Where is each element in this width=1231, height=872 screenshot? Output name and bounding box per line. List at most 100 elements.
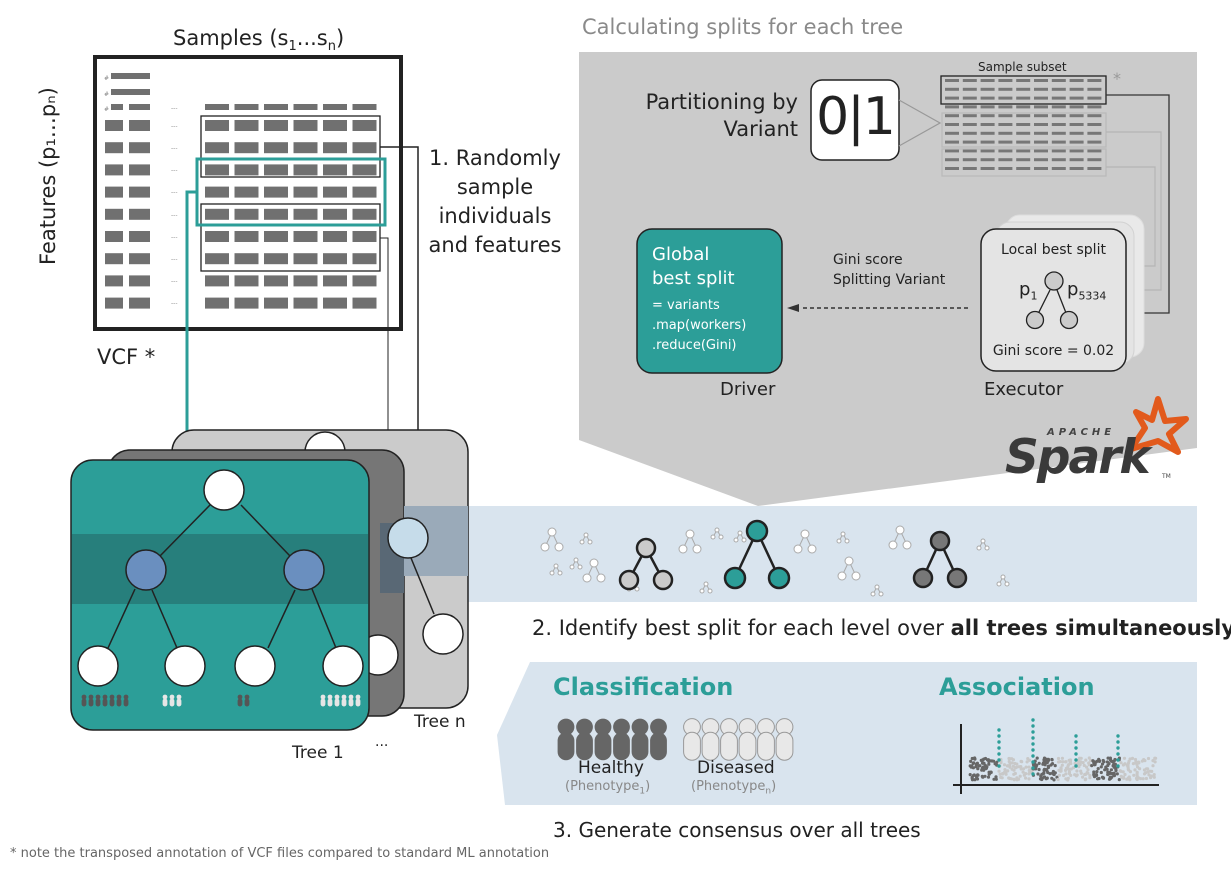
snp-point (1133, 768, 1137, 772)
association-manhattan-plot (953, 718, 1159, 794)
snp-point (1046, 765, 1050, 770)
snp-point (1041, 762, 1045, 766)
snp-point (1106, 756, 1110, 760)
snp-point (1149, 776, 1153, 780)
tree1-split-node-right (283, 549, 325, 591)
snp-point (1139, 777, 1143, 781)
significant-snp-point (1074, 752, 1078, 756)
snp-point (1053, 764, 1057, 768)
vcf-sample-header-cell (323, 104, 347, 110)
spark-logo-wordmark: Spark (1005, 430, 1151, 485)
vcf-cell (264, 120, 288, 131)
subset-cell (1069, 131, 1084, 135)
snp-point (987, 762, 991, 766)
snp-point (1006, 769, 1010, 773)
healthy-person-body (594, 732, 612, 761)
vcf-cell (105, 164, 123, 176)
mini-tree-node (596, 573, 606, 583)
mini-tree-node (710, 534, 716, 540)
subset-cell (1051, 87, 1066, 91)
significant-snp-point (997, 746, 1001, 750)
snp-point (1014, 766, 1018, 770)
snp-point (1115, 772, 1119, 776)
subset-cell (1051, 114, 1066, 118)
snp-point (986, 775, 991, 779)
subset-cell (1069, 114, 1084, 118)
connector-line-tree1 (185, 190, 197, 462)
snp-point (971, 773, 976, 778)
vcf-ellipsis: --- (171, 278, 178, 285)
step2-band (405, 506, 1197, 602)
subset-cell (1087, 140, 1102, 144)
snp-point (1019, 767, 1023, 771)
mini-tree-node (589, 558, 599, 568)
gray-split-tree-node (635, 537, 657, 559)
sample-person-body (327, 698, 333, 707)
header-marker: # (104, 75, 109, 82)
sample-person-body (81, 698, 87, 707)
diseased-label: Diseased (697, 758, 775, 778)
vcf-cell (234, 120, 259, 131)
significant-snp-point (997, 728, 1001, 732)
snp-point (1117, 778, 1121, 782)
subset-cell (1069, 167, 1084, 170)
healthy-label: Healthy (578, 758, 644, 778)
phenotype-people-icons (557, 718, 794, 761)
partition-value-box (810, 79, 900, 161)
snp-point (1067, 767, 1071, 771)
mini-tree-node (1000, 574, 1006, 580)
snp-point (1038, 777, 1043, 781)
driver-caption: Driver (720, 379, 776, 400)
sample-person-body (102, 698, 108, 707)
subset-cell (1069, 140, 1084, 144)
snp-point (1101, 776, 1106, 780)
vcf-cell (264, 208, 288, 220)
significant-snp-point (1031, 736, 1035, 740)
sample-person-head (237, 694, 243, 700)
significant-snp-point (997, 740, 1001, 744)
mini-tree-node (902, 540, 912, 550)
vcf-cell (352, 120, 377, 131)
snp-point (1027, 777, 1031, 781)
subset-cell (980, 158, 995, 162)
step1-line: 1. Randomly (429, 146, 561, 170)
subset-cell (998, 149, 1013, 153)
vcf-cell (264, 231, 288, 242)
significant-snp-point (1116, 734, 1120, 738)
subset-cell (980, 140, 995, 144)
sample-person-head (109, 694, 115, 700)
mini-tree-node (895, 525, 905, 535)
vcf-cell (323, 186, 347, 198)
healthy-person-head (613, 718, 630, 736)
vcf-cell (293, 231, 318, 242)
subset-cell (1051, 140, 1066, 144)
sample-person-body (95, 698, 101, 707)
association-title: Association (939, 673, 1095, 701)
snp-point (1142, 772, 1147, 776)
phenotype-prefix: (Phenotype (565, 779, 640, 794)
snp-point (994, 777, 998, 781)
snp-point (1061, 760, 1065, 764)
sample-person-head (123, 694, 129, 700)
snp-point (1059, 769, 1063, 773)
samples-sub-n: n (327, 39, 336, 55)
snp-point (981, 761, 985, 765)
sample-person-head (320, 694, 326, 700)
vcf-ellipsis: --- (171, 212, 178, 219)
executor-right-variant: p5334 (1067, 279, 1106, 303)
snp-point (1127, 759, 1131, 763)
sample-subset-box-selected (940, 75, 1107, 105)
snp-point (1102, 760, 1106, 764)
subset-cell (962, 96, 977, 100)
snp-point (1094, 760, 1098, 764)
subset-cell (1016, 158, 1031, 162)
sample-person-body (237, 698, 243, 707)
snp-point (984, 766, 989, 770)
sample-person-head (88, 694, 94, 700)
snp-point (1099, 765, 1103, 769)
healthy-person-body (557, 732, 575, 761)
vcf-cell (129, 231, 150, 242)
snp-point (1122, 776, 1126, 780)
sample-subset-box (941, 148, 1107, 177)
vcf-cell (323, 142, 347, 154)
